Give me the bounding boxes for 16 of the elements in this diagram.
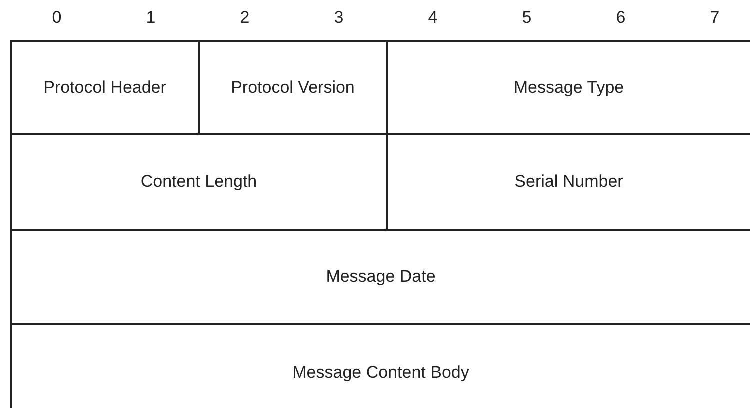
field-name: Content Length <box>140 172 258 192</box>
field-name: Serial Number <box>514 172 624 192</box>
field-name: Protocol Version <box>231 78 355 98</box>
bit-number: 0 <box>52 8 62 28</box>
bit-number: 2 <box>240 8 250 28</box>
field-name: Message Type <box>514 78 624 98</box>
bit-number: 3 <box>334 8 344 28</box>
bit-number: 4 <box>428 8 438 28</box>
bit-number: 6 <box>616 8 626 28</box>
bit-number: 5 <box>522 8 532 28</box>
field-name: Message Content Body <box>292 362 470 382</box>
field-name: Message Date <box>326 267 436 287</box>
field-cell <box>10 40 200 135</box>
bit-number: 1 <box>146 8 156 28</box>
field-name: Protocol Header <box>44 78 166 98</box>
bit-number: 7 <box>710 8 720 28</box>
